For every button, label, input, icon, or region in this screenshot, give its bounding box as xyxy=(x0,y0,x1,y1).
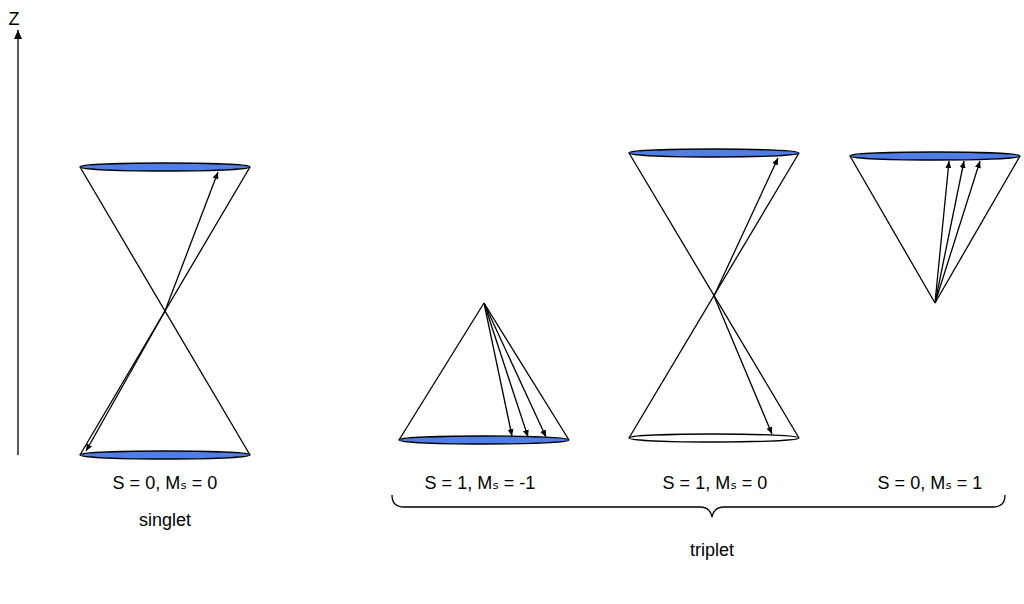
group-label: singlet xyxy=(139,509,191,531)
state-label: S = 1, Mₛ = -1 xyxy=(425,472,536,494)
triplet-brace xyxy=(392,495,1005,517)
axis-label: Z xyxy=(9,8,20,30)
ms-zero-cone xyxy=(629,149,799,442)
state-label: S = 1, Mₛ = 0 xyxy=(663,472,768,494)
ms-minus-one-cone xyxy=(399,303,569,444)
group-label: triplet xyxy=(690,539,734,561)
state-label: S = 0, Mₛ = 1 xyxy=(878,472,983,494)
z-axis xyxy=(17,30,18,455)
ms-plus-one-cone xyxy=(850,152,1020,303)
state-label: S = 0, Mₛ = 0 xyxy=(113,472,218,494)
singlet-cone xyxy=(80,163,250,459)
